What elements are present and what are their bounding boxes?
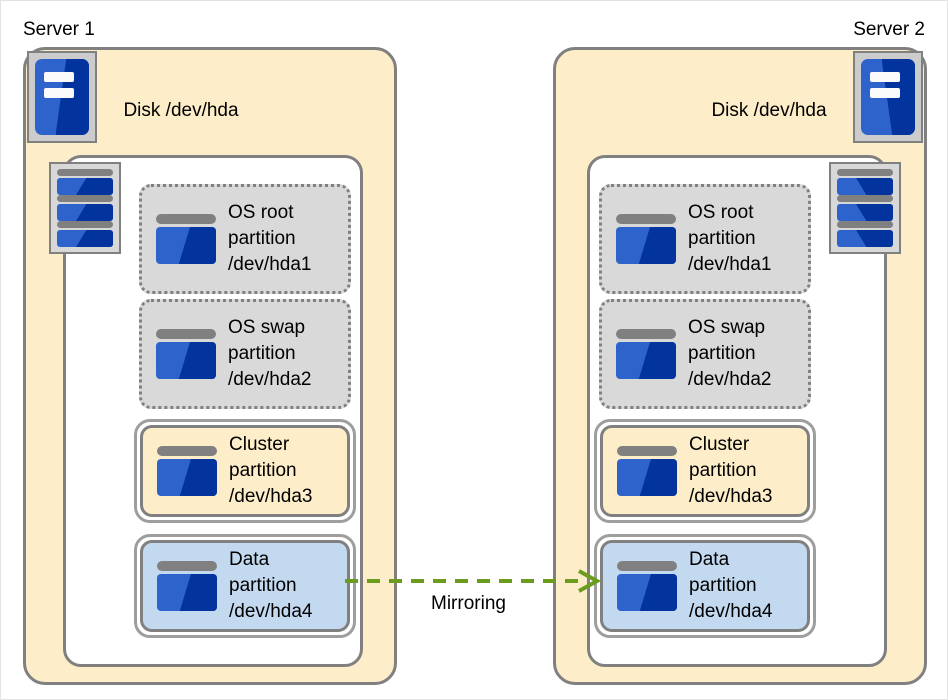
partition-title: OS swap [228,317,306,338]
server-rack-icon [853,51,923,143]
mirroring-label: Mirroring [431,593,506,614]
partition-title: Data [689,549,730,570]
partition-subtitle: partition [688,228,756,249]
partition-subtitle: partition [228,228,296,249]
partition-disk-icon [617,446,677,496]
partition-disk-icon [156,329,216,379]
server-1-label: Server 1 [23,19,95,40]
partition-data[interactable]: Data partition/dev/hda4 [594,534,816,638]
partition-title: Data [229,549,270,570]
disk-stack-icon [829,162,901,254]
partition-device: /dev/hda2 [688,369,772,390]
partition-os-root[interactable]: OS root partition/dev/hda1 [139,184,351,294]
partition-disk-icon [157,446,217,496]
partition-data[interactable]: Data partition/dev/hda4 [134,534,356,638]
partition-disk-icon [157,561,217,611]
partition-device: /dev/hda1 [228,254,312,275]
partition-label: OS root partition/dev/hda1 [688,200,771,278]
partition-device: /dev/hda1 [688,254,772,275]
partition-label: Data partition/dev/hda4 [229,547,312,625]
partition-title: OS root [228,202,294,223]
partition-subtitle: partition [688,343,756,364]
partition-subtitle: partition [689,575,757,596]
partition-title: Cluster [689,434,750,455]
partition-title: OS root [688,202,754,223]
server-rack-icon [27,51,97,143]
partition-disk-icon [156,214,216,264]
partition-os-root[interactable]: OS root partition/dev/hda1 [599,184,811,294]
partition-os-swap[interactable]: OS swap partition/dev/hda2 [139,299,351,409]
partition-device: /dev/hda3 [689,486,773,507]
server-2-label: Server 2 [853,19,925,40]
partition-device: /dev/hda4 [689,601,773,622]
partition-title: Cluster [229,434,290,455]
partition-subtitle: partition [228,343,296,364]
partition-device: /dev/hda3 [229,486,313,507]
partition-subtitle: partition [229,575,297,596]
disk-stack-icon [49,162,121,254]
partition-device: /dev/hda2 [228,369,312,390]
partition-cluster[interactable]: Cluster partition/dev/hda3 [594,419,816,523]
partition-cluster[interactable]: Cluster partition/dev/hda3 [134,419,356,523]
partition-subtitle: partition [689,460,757,481]
partition-os-swap[interactable]: OS swap partition/dev/hda2 [599,299,811,409]
partition-label: Cluster partition/dev/hda3 [689,432,772,510]
server-1-disk-label: Disk /dev/hda [123,100,239,121]
server-2-disk-label: Disk /dev/hda [711,100,827,121]
partition-label: Data partition/dev/hda4 [689,547,772,625]
partition-label: OS swap partition/dev/hda2 [228,315,311,393]
partition-label: OS swap partition/dev/hda2 [688,315,771,393]
partition-subtitle: partition [229,460,297,481]
partition-disk-icon [617,561,677,611]
partition-label: Cluster partition/dev/hda3 [229,432,312,510]
partition-label: OS root partition/dev/hda1 [228,200,311,278]
partition-disk-icon [616,329,676,379]
partition-device: /dev/hda4 [229,601,313,622]
partition-title: OS swap [688,317,766,338]
partition-disk-icon [616,214,676,264]
